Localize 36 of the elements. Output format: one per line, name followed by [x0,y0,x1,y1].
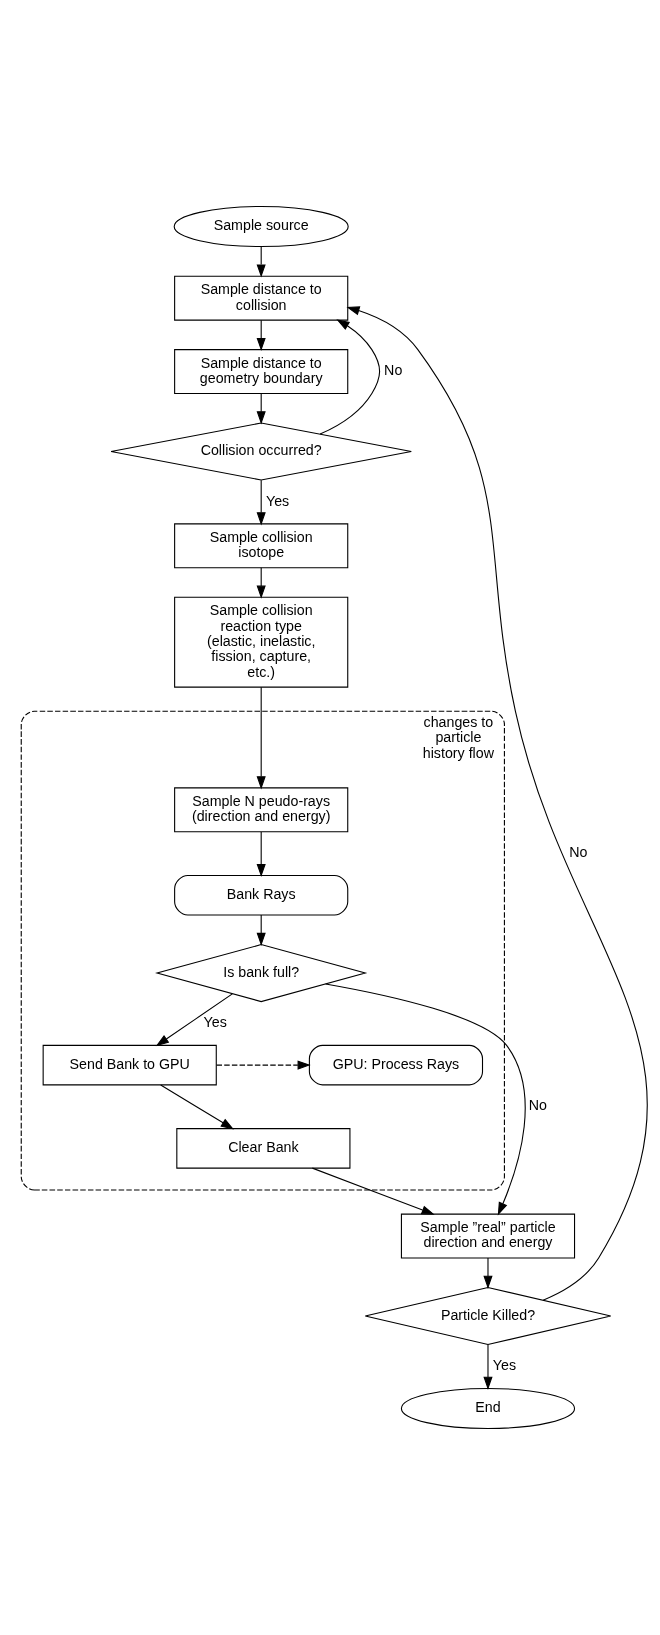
arrow [256,319,266,352]
edge-label: No [528,1097,547,1114]
edge-label: No [384,362,403,379]
arrow [256,686,266,790]
node-box: Sample collision reaction type (elastic, inelastic, fission, capture, etc.) [174,596,349,688]
node-box: Sample N peudo-rays (direction and energy) [174,787,349,833]
arrow [216,1060,311,1070]
arrow [256,392,266,425]
edge-label: No [569,844,588,861]
node-box: Sample distance to geometry boundary [174,349,349,395]
node-diamond: Collision occurred? [110,422,412,481]
node-box: GPU: Process Rays [308,1044,484,1086]
arrow [319,319,381,435]
node-diamond: Is bank full? [155,944,368,1003]
arrow [256,831,266,878]
edge-label: Yes [203,1014,227,1031]
node-ellipse: Sample source [173,205,349,248]
edge-label: Yes [266,492,290,509]
edge-label: Yes [492,1357,517,1374]
arrow [256,914,266,947]
node-diamond: Particle Killed? [364,1286,612,1346]
arrow [160,1084,234,1130]
node-box: Bank Rays [174,875,349,916]
node-box: Send Bank to GPU [42,1044,217,1086]
node-box: Sample collision isotope [174,523,349,569]
arrow [256,479,266,526]
arrow [483,1257,493,1289]
node-ellipse: End [400,1387,576,1430]
arrow [256,567,266,599]
node-box: Sample ”real” particle direction and energy [400,1213,576,1259]
arrow [155,993,233,1047]
node-box: Sample distance to collision [174,275,349,321]
arrow [346,306,648,1301]
arrow [325,983,526,1216]
arrow [483,1344,493,1390]
node-box: Clear Bank [176,1128,351,1169]
